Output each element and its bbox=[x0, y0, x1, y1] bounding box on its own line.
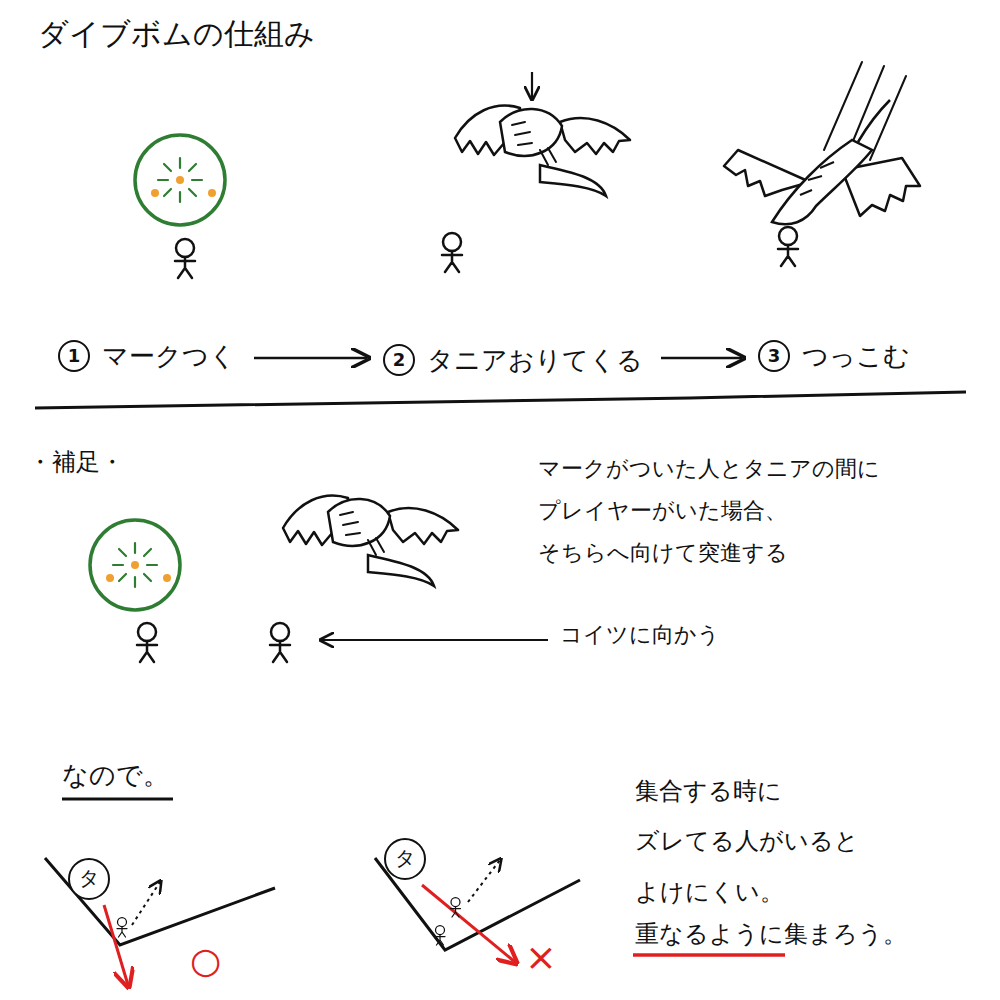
illustration-part bbox=[800, 162, 834, 195]
dodge-arrow bbox=[132, 882, 160, 925]
dragon bbox=[283, 496, 458, 586]
illustration-part bbox=[772, 140, 872, 224]
boss-marker: タ bbox=[68, 858, 110, 900]
node-text: タ bbox=[79, 866, 99, 890]
note-text: なので。 bbox=[62, 758, 169, 793]
player-figure bbox=[137, 623, 157, 662]
note-text: マークがついた人とタニアの間に プレイヤーがいた場合、 そちらへ向けて突進する bbox=[538, 448, 918, 573]
player-figure bbox=[175, 239, 195, 278]
step-label: タニアおりてくる 2 bbox=[383, 340, 643, 380]
boss-marker: タ bbox=[384, 838, 426, 880]
step-number: 2 bbox=[383, 344, 415, 376]
divider bbox=[35, 392, 966, 408]
node-text: 1 bbox=[68, 345, 81, 366]
note-text: 集合する時に ズレてる人がいると よけにくい。 bbox=[635, 766, 885, 917]
step-number: 1 bbox=[58, 340, 90, 372]
node-text: つっこむ bbox=[802, 341, 910, 371]
player-figure bbox=[117, 918, 127, 938]
step-label: つっこむ 3 bbox=[758, 336, 910, 376]
illustration-part bbox=[858, 100, 890, 142]
node-text: 3 bbox=[768, 345, 781, 366]
pointer-arrow bbox=[322, 639, 548, 641]
marker-circle bbox=[90, 520, 180, 610]
charge-path bbox=[422, 885, 515, 962]
node-text: タ bbox=[395, 846, 415, 870]
node-text: タニアおりてくる bbox=[427, 345, 643, 375]
player-figure bbox=[442, 233, 462, 272]
player-figure bbox=[435, 926, 445, 946]
note-text: 重なるように集まろう。 bbox=[635, 918, 907, 950]
underline bbox=[62, 798, 173, 801]
down-arrow bbox=[531, 72, 533, 98]
player-figure bbox=[451, 898, 461, 918]
arena-wall bbox=[45, 858, 275, 945]
title: ダイブボムの仕組み bbox=[38, 14, 315, 55]
node-text: 2 bbox=[393, 349, 406, 370]
player-figure bbox=[778, 227, 798, 266]
player-figure bbox=[270, 623, 290, 662]
charge-path bbox=[104, 905, 128, 985]
marker-circle bbox=[135, 135, 225, 225]
red-underline bbox=[633, 953, 785, 957]
step-arrow bbox=[661, 357, 742, 360]
dragon bbox=[455, 106, 630, 196]
step-arrow bbox=[254, 357, 367, 360]
note-text: ・補足・ bbox=[28, 446, 124, 478]
note-text: コイツに向かう bbox=[560, 620, 720, 650]
diving-dragon bbox=[724, 62, 920, 224]
node-text: マークつく bbox=[102, 341, 236, 371]
step-label: マークつく 1 bbox=[58, 336, 236, 376]
dodge-arrow bbox=[468, 860, 500, 902]
note-text: × bbox=[525, 935, 557, 979]
step-number: 3 bbox=[758, 340, 790, 372]
note-text: ○ bbox=[190, 940, 221, 981]
